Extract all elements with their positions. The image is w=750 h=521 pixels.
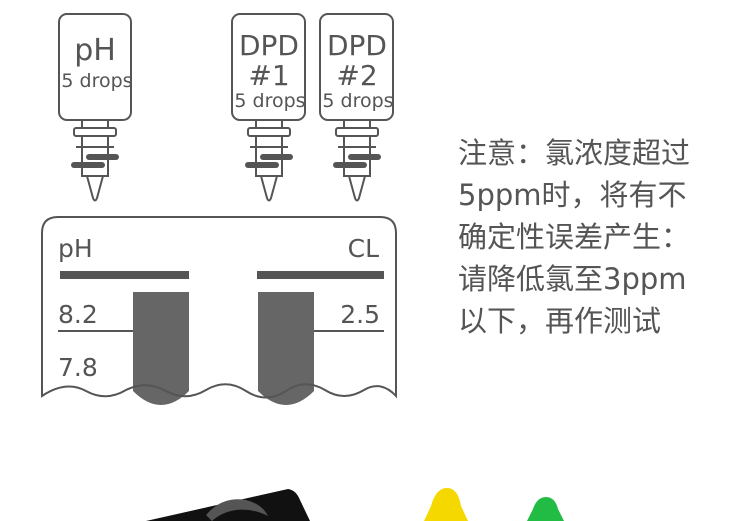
bottle-dpd2: DPD #2 5 drops <box>319 13 394 202</box>
green-bottle-cap <box>527 497 564 521</box>
ph-value-low: 7.8 <box>58 353 98 382</box>
ph-vial <box>133 292 189 405</box>
bottle-dpd2-title-line2: #2 <box>336 59 377 92</box>
bottle-dpd2-dropper-icon <box>333 119 381 202</box>
ph-top-bar <box>60 271 189 279</box>
ph-value-high: 8.2 <box>58 300 98 329</box>
bottle-dpd1-title-line2: #1 <box>248 59 289 92</box>
bottle-ph: pH 5 drops <box>58 13 133 202</box>
note-line: 5ppm时，将有不 <box>458 178 687 212</box>
chlorine-warning-note: 注意：氯浓度超过 5ppm时，将有不 确定性误差产生： 请降低氯至3ppm 以下… <box>458 132 738 342</box>
cl-top-bar <box>257 271 384 279</box>
test-chart-outline <box>41 216 397 399</box>
note-line: 注意：氯浓度超过 <box>458 136 691 170</box>
bottle-dpd1-dropper-icon <box>245 119 293 202</box>
bottle-dpd1: DPD #1 5 drops <box>231 13 306 202</box>
ph-label: pH <box>58 234 93 263</box>
bottle-ph-dropper-icon <box>71 119 119 202</box>
tray-logo-mark <box>206 499 268 521</box>
bottle-dpd1-title-line1: DPD <box>239 29 299 62</box>
test-chart-panel: pH CL 8.2 7.8 2.5 <box>41 216 397 405</box>
cl-label: CL <box>348 234 379 263</box>
bottom-products <box>146 488 564 521</box>
cl-value: 2.5 <box>340 300 380 329</box>
cl-vial <box>258 292 314 405</box>
note-line: 确定性误差产生： <box>458 220 691 254</box>
yellow-bottle-cap <box>424 488 468 521</box>
bottle-dpd2-title-line1: DPD <box>327 29 387 62</box>
bottle-dpd2-subtitle: 5 drops <box>322 90 393 112</box>
bottle-ph-subtitle: 5 drops <box>61 70 132 92</box>
note-line: 以下，再作测试 <box>458 304 662 338</box>
bottle-ph-title: pH <box>74 33 116 68</box>
bottle-dpd1-subtitle: 5 drops <box>234 90 305 112</box>
note-line: 请降低氯至3ppm <box>458 262 687 296</box>
